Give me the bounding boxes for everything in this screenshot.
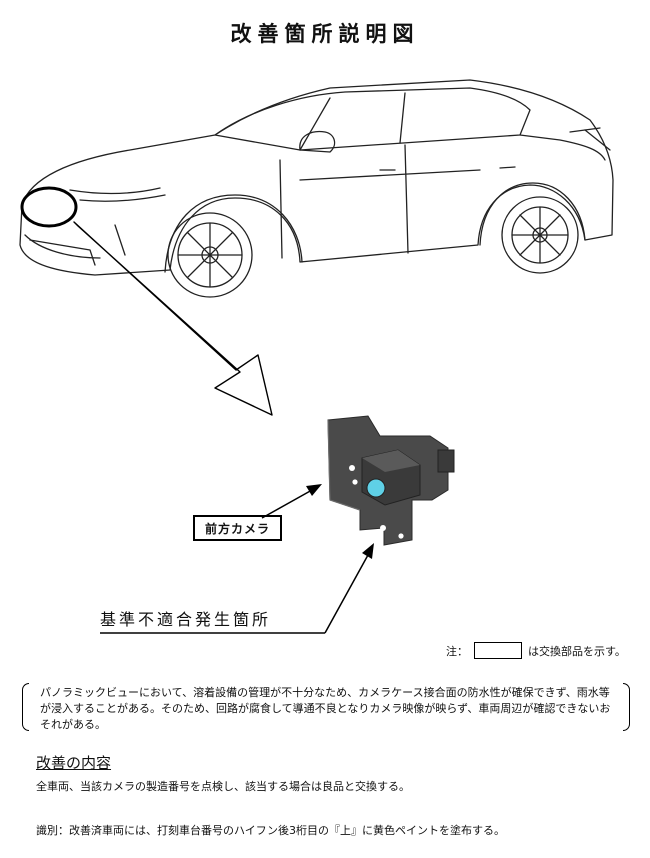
legend-note: 注： は交換部品を示す。 (446, 642, 626, 659)
page-title: 改善箇所説明図 (230, 22, 420, 46)
left-bracket (22, 683, 29, 731)
camera-lens (366, 478, 386, 498)
replacement-part-box (474, 642, 522, 659)
identification-text: 識別：改善済車両には、打刻車台番号のハイフン後3桁目の『上』に黄色ペイントを塗布… (36, 824, 505, 837)
defect-location-label: 基準不適合発生箇所 (100, 610, 272, 629)
camera-location-highlight (20, 186, 78, 228)
improvement-text: 全車両、当該カメラの製造番号を点検し、該当する場合は良品と交換する。 (36, 780, 410, 793)
right-bracket (623, 683, 630, 731)
note-suffix: は交換部品を示す。 (528, 644, 626, 658)
front-camera-part (327, 415, 455, 546)
camera-label-pointer (261, 484, 322, 519)
front-camera-label: 前方カメラ (193, 515, 282, 541)
defect-label-pointer (100, 543, 374, 634)
defect-description: パノラミックビューにおいて、溶着設備の管理が不十分なため、カメラケース接合面の防… (22, 683, 630, 731)
improvement-heading: 改善の内容 (36, 754, 112, 772)
note-prefix: 注： (446, 644, 468, 658)
description-text: パノラミックビューにおいて、溶着設備の管理が不十分なため、カメラケース接合面の防… (40, 686, 611, 731)
callout-arrow (73, 221, 273, 416)
car-illustration (19, 79, 614, 298)
